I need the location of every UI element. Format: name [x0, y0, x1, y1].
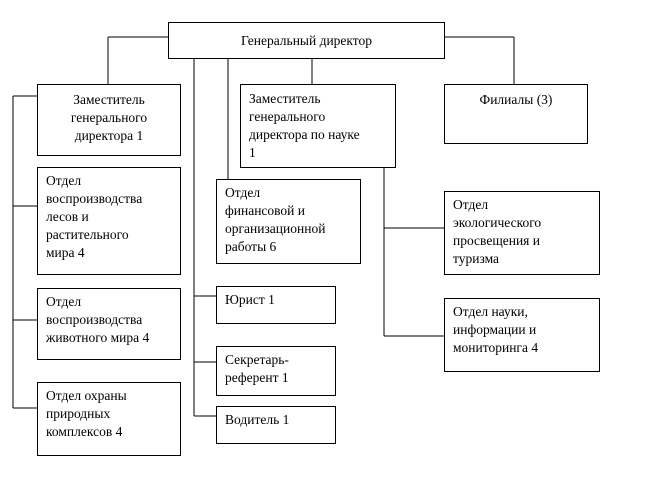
- general-director-label: Генеральный директор: [240, 33, 373, 48]
- dept-finance-label: Отдел финансовой и организационной работ…: [225, 185, 326, 254]
- deputy-general-box: Заместитель генерального директора 1: [37, 84, 181, 156]
- dept-forest-box: Отдел воспроизводства лесов и растительн…: [37, 167, 181, 275]
- driver-box: Водитель 1: [216, 406, 336, 444]
- dept-finance-box: Отдел финансовой и организационной работ…: [216, 179, 361, 264]
- lawyer-box: Юрист 1: [216, 286, 336, 324]
- deputy-general-label: Заместитель генерального директора 1: [70, 92, 148, 143]
- dept-nature-box: Отдел охраны природных комплексов 4: [37, 382, 181, 456]
- secretary-label: Секретарь- референт 1: [225, 352, 289, 385]
- deputy-science-box: Заместитель генерального директора по на…: [240, 84, 396, 168]
- deputy-science-label: Заместитель генерального директора по на…: [249, 91, 360, 160]
- dept-ecology-label: Отдел экологического просвещения и туриз…: [453, 197, 542, 266]
- driver-label: Водитель 1: [225, 412, 290, 427]
- dept-science-label: Отдел науки, информации и мониторинга 4: [453, 304, 539, 355]
- branches-box: Филиалы (3): [444, 84, 588, 144]
- dept-fauna-label: Отдел воспроизводства животного мира 4: [46, 294, 150, 345]
- lawyer-label: Юрист 1: [225, 292, 275, 307]
- dept-forest-label: Отдел воспроизводства лесов и растительн…: [46, 173, 143, 260]
- general-director-box: Генеральный директор: [168, 22, 445, 59]
- branches-label: Филиалы (3): [479, 92, 553, 107]
- dept-nature-label: Отдел охраны природных комплексов 4: [46, 388, 127, 439]
- dept-fauna-box: Отдел воспроизводства животного мира 4: [37, 288, 181, 360]
- dept-ecology-box: Отдел экологического просвещения и туриз…: [444, 191, 600, 275]
- secretary-box: Секретарь- референт 1: [216, 346, 336, 396]
- dept-science-box: Отдел науки, информации и мониторинга 4: [444, 298, 600, 372]
